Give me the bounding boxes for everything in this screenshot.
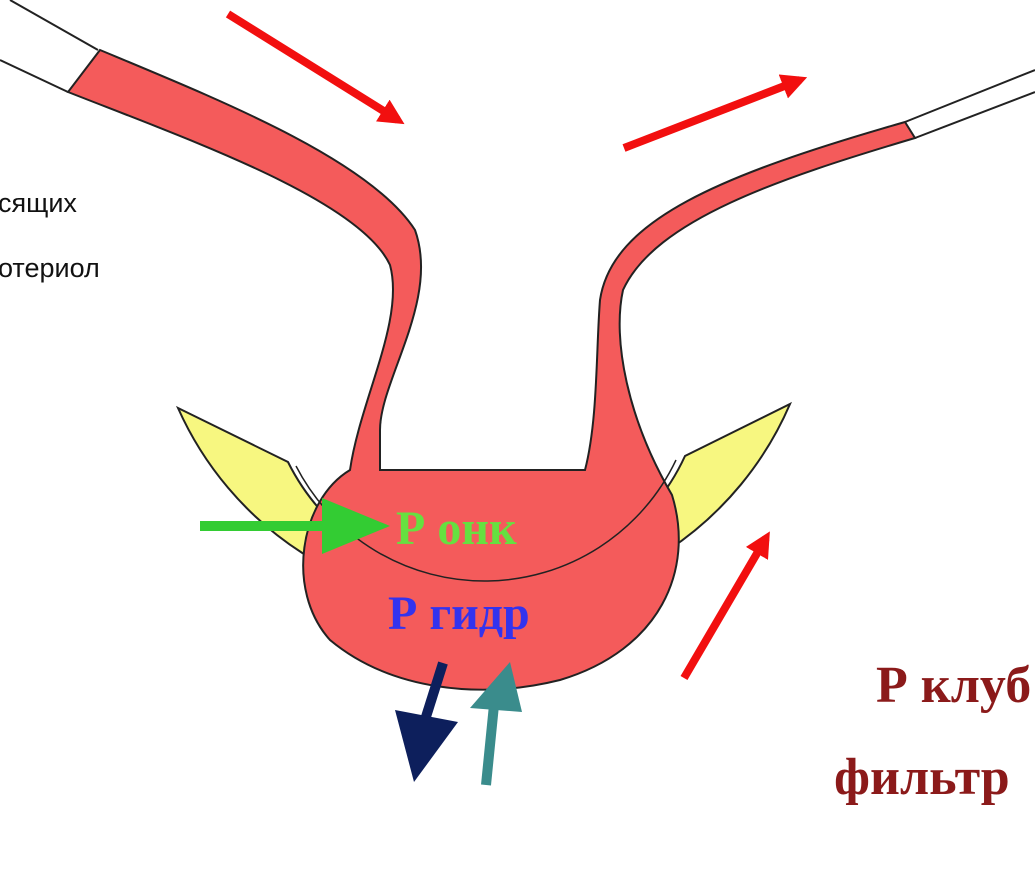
label-filtration-line-1: Р клуб	[876, 660, 1031, 712]
efferent-outline-top	[905, 70, 1035, 122]
label-hydrostatic-pressure: Р гидр	[388, 590, 530, 638]
arrow-blood-out	[624, 80, 800, 148]
label-oncotic-pressure: Р онк	[396, 505, 517, 553]
arrow-blood-in	[228, 14, 398, 120]
arrow-filtration	[684, 538, 766, 678]
label-filtration-line-2: фильтр	[834, 752, 1010, 804]
caption-line-2: отериол	[0, 255, 100, 282]
caption-line-1: сящих	[0, 190, 77, 217]
afferent-outline-top	[10, 0, 98, 50]
efferent-outline-bottom	[915, 92, 1035, 138]
afferent-outline-bottom	[0, 60, 68, 92]
